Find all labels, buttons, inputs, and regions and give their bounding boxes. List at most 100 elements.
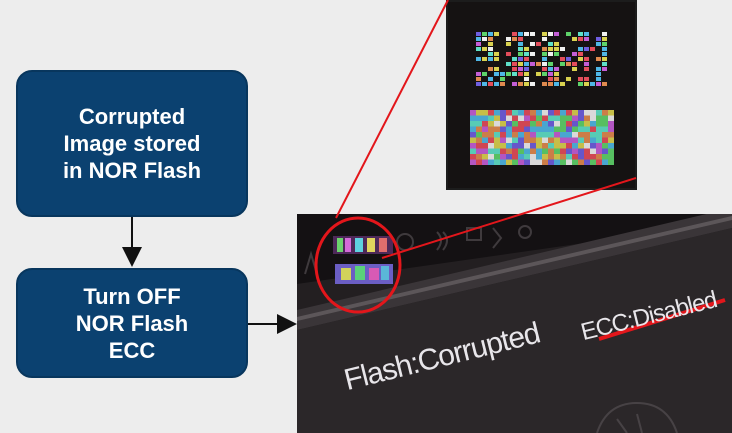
glitch-pixel <box>584 110 590 116</box>
glitch-pixel <box>560 159 566 165</box>
glitch-pixel <box>506 159 512 165</box>
glitch-pixel <box>572 52 577 56</box>
glitch-pixel <box>608 159 614 165</box>
glitch-pixel <box>590 110 596 116</box>
glitch-pixel <box>524 77 529 81</box>
glitch-pixel <box>566 143 572 149</box>
glitch-pixel <box>566 32 571 36</box>
glitch-pixel <box>470 143 476 149</box>
glitch-pixel <box>512 137 518 143</box>
glitch-pixel <box>530 159 536 165</box>
glitch-pixel <box>596 110 602 116</box>
ecc-line-2: NOR Flash <box>75 310 189 336</box>
glitch-pixel <box>482 126 488 132</box>
glitch-pixel <box>542 82 547 86</box>
highlight-circle <box>314 216 402 314</box>
glitch-pixel <box>530 143 536 149</box>
glitch-pixel <box>590 126 596 132</box>
glitch-pixel <box>548 159 554 165</box>
glitch-pixel <box>524 82 529 86</box>
glitch-pixel <box>548 115 554 121</box>
glitch-pixel <box>542 47 547 51</box>
glitch-pixel <box>572 143 578 149</box>
corrupted-line-3: in NOR Flash <box>62 158 202 183</box>
glitch-pixel <box>596 77 601 81</box>
glitch-pixel <box>572 62 577 66</box>
glitch-pixel <box>572 154 578 160</box>
glitch-pixel <box>572 67 577 71</box>
glitch-pixel <box>572 132 578 138</box>
glitch-pixel <box>488 57 493 61</box>
glitch-pixel <box>566 77 571 81</box>
glitch-pixel <box>524 126 530 132</box>
glitch-pixel <box>512 126 518 132</box>
glitch-pixel <box>542 32 547 36</box>
glitch-pixel <box>548 110 554 116</box>
glitch-pixel <box>482 137 488 143</box>
glitch-pixel <box>548 82 553 86</box>
glitch-pixel <box>560 121 566 127</box>
glitch-pixel <box>530 110 536 116</box>
glitch-pixel <box>470 110 476 116</box>
glitch-pixel <box>572 37 577 41</box>
glitch-pixel <box>566 159 572 165</box>
glitch-pixel <box>482 72 487 76</box>
glitch-pixel <box>506 137 512 143</box>
glitch-pixel <box>554 77 559 81</box>
glitch-pixel <box>482 159 488 165</box>
glitch-pixel <box>500 126 506 132</box>
glitch-pixel <box>506 115 512 121</box>
glitch-pixel <box>542 110 548 116</box>
glitch-pixel <box>530 148 536 154</box>
glitch-pixel <box>524 132 530 138</box>
glitch-pixel <box>566 154 572 160</box>
glitch-pixel <box>494 121 500 127</box>
glitch-pixel <box>506 42 511 46</box>
glitch-pixel <box>518 47 523 51</box>
glitch-pixel <box>476 47 481 51</box>
glitch-pixel <box>596 143 602 149</box>
glitch-pixel <box>536 159 542 165</box>
glitch-pixel <box>596 115 602 121</box>
glitch-pixel <box>476 77 481 81</box>
corrupted-line-1: Corrupted <box>78 104 186 129</box>
glitch-pixel <box>548 62 553 66</box>
glitch-pixel <box>488 42 493 46</box>
glitch-pixel <box>560 82 565 86</box>
glitch-pixel <box>548 148 554 154</box>
glitch-pixel <box>530 62 535 66</box>
glitch-pixel <box>548 47 553 51</box>
glitch-pixel <box>536 42 541 46</box>
glitch-pixel <box>566 148 572 154</box>
glitch-pixel <box>584 159 590 165</box>
glitch-pixel <box>482 32 487 36</box>
glitch-pixel <box>500 121 506 127</box>
glitch-pixel <box>506 72 511 76</box>
glitch-pixel <box>554 121 560 127</box>
glitch-pixel <box>506 62 511 66</box>
glitch-block <box>470 110 614 165</box>
glitch-pixel <box>542 67 547 71</box>
glitch-pixel <box>578 77 583 81</box>
glitch-pixel <box>542 52 547 56</box>
glitch-pixel <box>602 137 608 143</box>
glitch-pixel <box>596 57 601 61</box>
glitch-pixel <box>602 47 607 51</box>
glitch-pixel <box>572 126 578 132</box>
glitch-pixel <box>584 62 589 66</box>
glitch-pixel <box>488 159 494 165</box>
glitch-pixel <box>512 82 517 86</box>
glitch-pixel <box>554 115 560 121</box>
glitch-pixel <box>578 82 583 86</box>
glitch-pixel <box>566 62 571 66</box>
glitch-pixel <box>494 159 500 165</box>
glitch-pixel <box>512 67 517 71</box>
glitch-pixel <box>524 57 529 61</box>
glitch-pixel <box>590 143 596 149</box>
glitch-pixel <box>476 121 482 127</box>
glitch-pixel <box>506 143 512 149</box>
glitch-pixel <box>494 148 500 154</box>
corrupted-image-closeup <box>448 2 635 188</box>
glitch-pixel <box>494 137 500 143</box>
glitch-pixel <box>608 148 614 154</box>
